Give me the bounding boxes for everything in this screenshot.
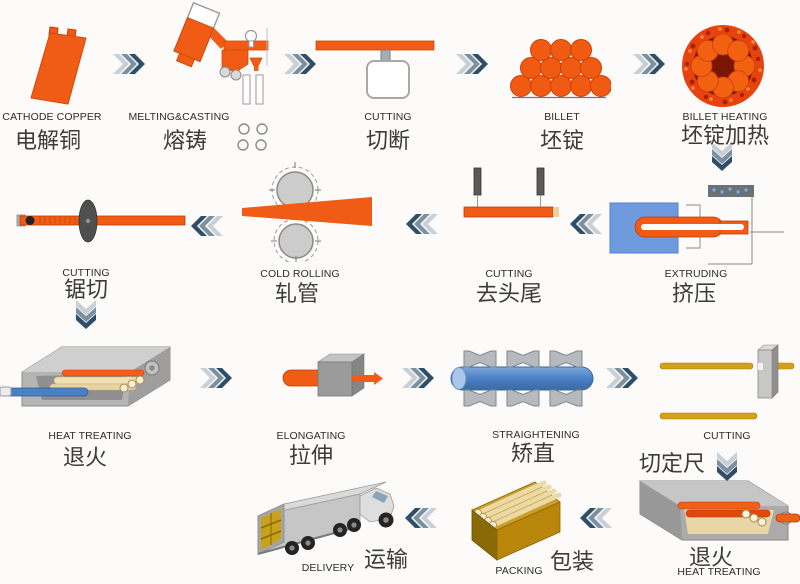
cold-rolling-icon (242, 162, 372, 262)
flow-arrow-right-icon (606, 368, 638, 388)
step-label-zh: 退火 (62, 445, 108, 470)
step-label-en: EXTRUDING (664, 268, 728, 280)
cutting-sawing-icon (16, 199, 186, 243)
flow-arrow-right-icon (113, 54, 145, 74)
step-label-zh: 轧管 (274, 281, 320, 306)
flow-arrow-down-icon (76, 300, 96, 329)
step-label-zh: 切断 (365, 128, 411, 153)
flow-arrow-right-icon (402, 368, 434, 388)
step-label-zh: 坯锭加热 (680, 123, 770, 148)
step-label-zh: 电解铜 (14, 128, 82, 153)
step-label-en: MELTING&CASTING (128, 111, 230, 123)
step-label-en: HEAT TREATING (677, 566, 761, 578)
step-label-zh: 坯锭 (539, 128, 585, 153)
step-label-en: CUTTING (364, 111, 412, 123)
extruding-icon (609, 185, 784, 265)
cutting-ends-icon (463, 167, 559, 218)
step-label-en: CUTTING (62, 267, 110, 279)
step-label-en: CUTTING (485, 268, 533, 280)
straightening-icon (450, 350, 594, 407)
flow-arrow-right-icon (633, 54, 665, 74)
billet-heating-icon (682, 25, 764, 107)
heat-treating-furnace-icon (0, 346, 171, 407)
step-label-zh: 挤压 (671, 281, 717, 306)
cathode-copper-icon (30, 26, 87, 105)
step-label-zh: 包装 (549, 549, 595, 574)
step-label-zh: 矫直 (510, 441, 556, 466)
step-label-en: DELIVERY (301, 562, 355, 574)
cutting-saw-press-icon (315, 40, 435, 99)
step-label-en: BILLET HEATING (682, 111, 768, 123)
step-label-zh: 拉伸 (288, 443, 334, 468)
step-label-en: STRAIGHTENING (492, 429, 580, 441)
packing-icon (471, 480, 562, 561)
step-label-zh: 退火 (688, 545, 734, 570)
step-label-en: PACKING (495, 565, 543, 577)
step-label-zh: 熔铸 (162, 128, 208, 153)
step-label-en: CATHODE COPPER (2, 111, 102, 123)
step-label-zh: 切定尺 (638, 451, 706, 476)
flow-arrow-left-icon (570, 214, 602, 234)
flow-arrow-down-icon (717, 452, 737, 481)
step-label-en: HEAT TREATING (48, 430, 132, 442)
flow-arrow-left-icon (406, 214, 438, 234)
flow-arrow-left-icon (191, 216, 223, 236)
delivery-truck-icon (257, 481, 395, 555)
step-label-en: COLD ROLLING (260, 268, 340, 280)
step-label-zh: 运输 (363, 547, 409, 572)
billet-icon (510, 39, 611, 99)
step-label-en: CUTTING (703, 430, 751, 442)
flow-arrow-right-icon (456, 54, 488, 74)
step-label-en: ELONGATING (276, 430, 346, 442)
melting-casting-icon (173, 2, 269, 151)
flow-arrow-right-icon (200, 368, 232, 388)
step-label-en: BILLET (544, 111, 580, 123)
elongating-icon (282, 353, 383, 397)
heat-treating-furnace2-icon (639, 480, 800, 541)
step-label-zh: 锯切 (63, 277, 109, 302)
step-label-zh: 去头尾 (475, 281, 543, 306)
cutting-to-length-icon (659, 344, 795, 420)
